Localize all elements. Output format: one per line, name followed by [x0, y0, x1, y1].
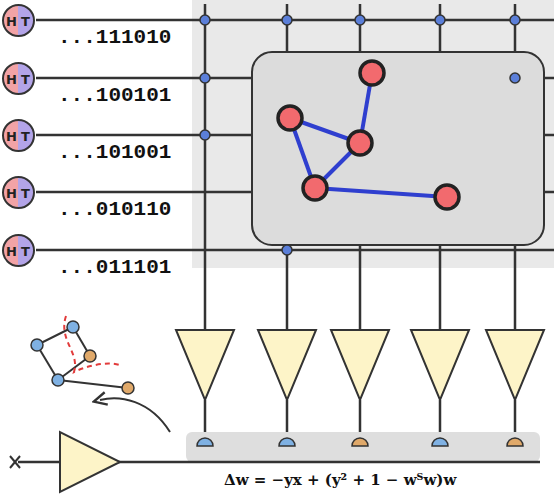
coin-node: HT: [2, 234, 35, 267]
cut-graph-nodes: [31, 321, 134, 394]
cut-graph-edges: [37, 327, 128, 388]
graph-nodes: [278, 61, 459, 209]
bit-string: ...011101: [58, 257, 171, 278]
coin-face: H: [6, 14, 17, 27]
coin-face: T: [21, 244, 30, 257]
bit-string: ...101001: [58, 142, 171, 163]
bit-string: ...100101: [58, 85, 171, 106]
neuron-bar: [186, 432, 540, 462]
coin-node: HT: [2, 62, 35, 95]
update-equation: Δw = −yx + (y² + 1 − wᵀw)w: [222, 473, 458, 488]
crosspoint-dots: [200, 15, 520, 255]
coin-face: H: [6, 72, 17, 85]
column-amplifiers: [176, 330, 544, 400]
row-wires: [36, 20, 554, 250]
coin-face: H: [6, 129, 17, 142]
coin-face: T: [21, 186, 30, 199]
graph-panel: [252, 52, 544, 245]
bit-string: ...111010: [58, 27, 171, 48]
coin-node: HT: [2, 176, 35, 209]
coin-face: H: [6, 244, 17, 257]
coin-node: HT: [2, 119, 35, 152]
neuron-states: [197, 438, 523, 446]
coin-face: T: [21, 14, 30, 27]
coin-face: H: [6, 186, 17, 199]
output-amplifier: [60, 432, 120, 492]
bit-string: ...010110: [58, 199, 171, 220]
readout-arrow: [100, 398, 170, 432]
coin-node: HT: [2, 4, 35, 37]
coin-face: T: [21, 72, 30, 85]
end-cross: [10, 456, 20, 468]
coin-face: T: [21, 129, 30, 142]
graph-cut: [64, 316, 122, 372]
